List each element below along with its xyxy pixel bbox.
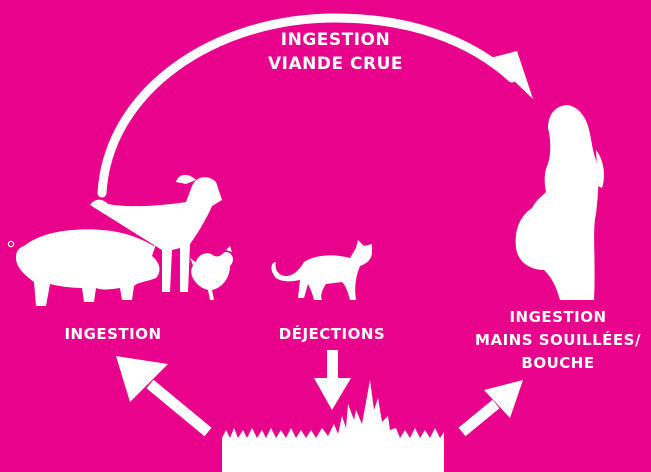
animals-ingestion-text: INGESTION [48, 322, 178, 346]
raw-meat-label: INGESTION VIANDE CRUE [248, 28, 423, 76]
hands-ingestion-label: INGESTION MAINS SOUILLÉES/ BOUCHE [468, 306, 648, 375]
pregnant-woman-icon [516, 105, 604, 300]
arc-arrow-head [490, 51, 533, 99]
cat-icon [272, 240, 373, 300]
hands-label-line2: MAINS SOUILLÉES/ [468, 329, 648, 352]
animals-ingestion-label: INGESTION [48, 322, 178, 346]
arrow-to-soil [314, 350, 351, 410]
raw-meat-label-line1: INGESTION [248, 28, 423, 52]
arrow-to-woman [462, 380, 523, 432]
droppings-text: DÉJECTIONS [262, 322, 402, 346]
chicken-icon [190, 246, 233, 300]
droppings-label: DÉJECTIONS [262, 322, 402, 346]
raw-meat-label-line2: VIANDE CRUE [248, 52, 423, 76]
arrow-to-animals [116, 356, 208, 432]
hands-label-line1: INGESTION [468, 306, 648, 329]
hands-label-line3: BOUCHE [468, 352, 648, 375]
pig-icon [8, 224, 159, 306]
